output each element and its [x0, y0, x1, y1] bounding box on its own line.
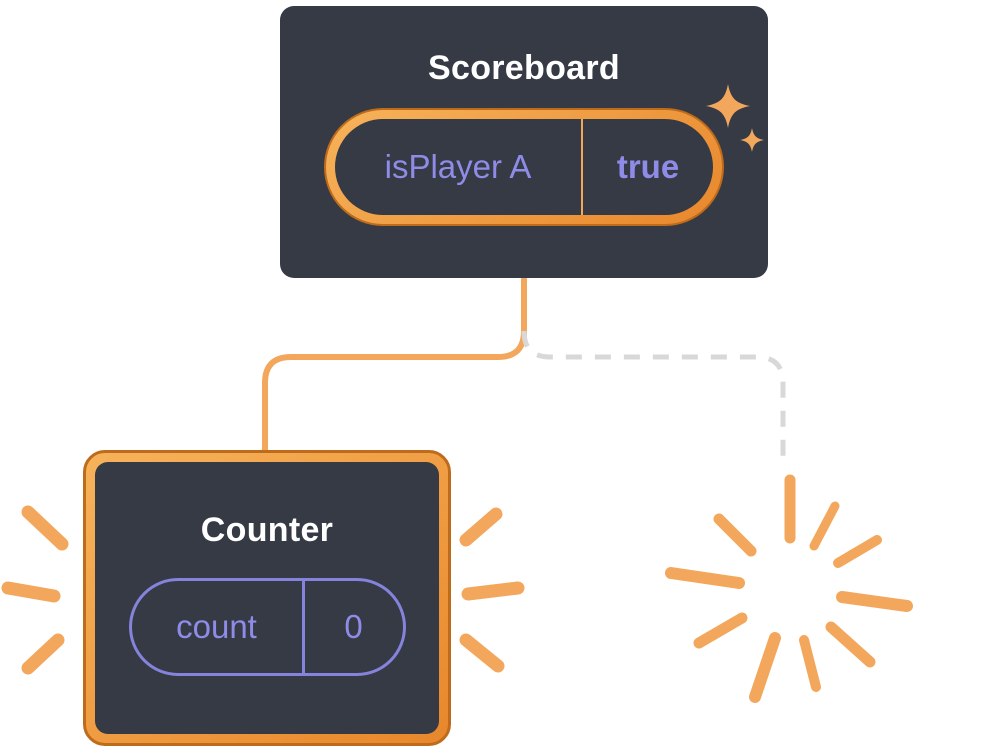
connector-solid-line	[262, 276, 527, 455]
counter-title: Counter	[200, 511, 334, 549]
scoreboard-state-ring: isPlayer A true	[324, 108, 724, 226]
sparkle-icon	[706, 84, 750, 128]
emphasis-ray	[21, 505, 69, 551]
burst-ray	[809, 501, 840, 551]
state-value: true	[616, 148, 680, 185]
pill-divider	[301, 581, 305, 673]
burst-ray	[799, 635, 821, 692]
emphasis-ray	[1, 581, 61, 603]
scoreboard-component: Scoreboard isPlayer A true	[280, 6, 768, 278]
burst-ray	[833, 535, 882, 568]
state-label: count	[176, 608, 257, 645]
state-label-cell: isPlayer A	[335, 119, 581, 215]
scoreboard-title: Scoreboard	[428, 49, 620, 87]
emphasis-ray	[21, 633, 65, 675]
state-value-cell: true	[583, 119, 713, 215]
emphasis-ray	[459, 507, 503, 547]
burst-ray	[836, 591, 913, 612]
sparkle-icon	[740, 128, 764, 152]
burst-ray	[825, 621, 876, 668]
counter-component: Counter count 0	[95, 462, 439, 734]
destroyed-state-burst	[665, 474, 913, 703]
pill-divider	[581, 119, 583, 215]
emphasis-rays-right	[459, 507, 525, 673]
state-value-cell: 0	[305, 581, 403, 673]
burst-ray	[713, 513, 757, 557]
emphasis-rays-left	[1, 505, 69, 675]
state-value: 0	[344, 608, 363, 645]
connector-dashed-line	[521, 330, 786, 466]
burst-ray	[665, 567, 745, 589]
burst-ray	[693, 612, 748, 649]
burst-ray	[749, 632, 781, 703]
counter-highlight-ring: Counter count 0	[83, 450, 451, 746]
emphasis-ray	[461, 581, 525, 601]
scoreboard-state-pill: isPlayer A true	[335, 119, 713, 215]
emphasis-ray	[459, 633, 505, 673]
counter-state-pill: count 0	[128, 578, 406, 676]
state-label-cell: count	[132, 581, 302, 673]
state-label: isPlayer A	[384, 148, 532, 185]
